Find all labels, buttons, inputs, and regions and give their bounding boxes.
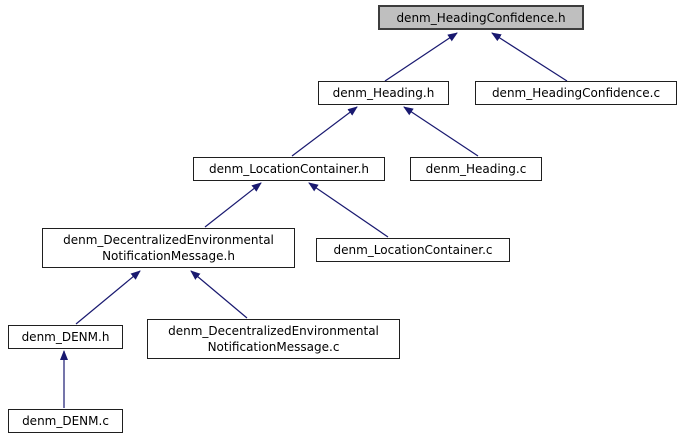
node-label: denm_LocationContainer.c (333, 243, 493, 257)
node-denm-decentralized-environmental-notification-message-c[interactable]: denm_DecentralizedEnvironmental Notifica… (147, 319, 400, 359)
node-label: denm_LocationContainer.h (208, 162, 369, 176)
node-label: denm_DENM.h (21, 330, 110, 344)
node-label: denm_Heading.h (332, 86, 435, 100)
node-denm-decentralized-environmental-notification-message-h[interactable]: denm_DecentralizedEnvironmental Notifica… (42, 228, 295, 268)
node-label: denm_DENM.c (22, 414, 109, 428)
node-label: denm_HeadingConfidence.h (396, 10, 566, 25)
node-denm-heading-confidence-c[interactable]: denm_HeadingConfidence.c (475, 81, 677, 105)
node-denm-denm-h[interactable]: denm_DENM.h (8, 325, 123, 349)
node-label-line2: NotificationMessage.c (207, 340, 340, 354)
edge-denm_HeadingConfidence.c-to-denm_HeadingConfidence.h (491, 32, 568, 82)
node-denm-location-container-h[interactable]: denm_LocationContainer.h (193, 157, 385, 181)
edge-denm_DENM.h-to-denm_DecentralizedEnvironmentalNotificationMessage.h (75, 270, 141, 325)
node-label: denm_Heading.c (425, 162, 527, 176)
node-denm-heading-confidence-h[interactable]: denm_HeadingConfidence.h (378, 5, 584, 30)
edge-denm_DecentralizedEnvironmentalNotificationMessage.c-to-denm_DecentralizedEnvironmentalNotificationMessage.h (190, 270, 248, 319)
edge-denm_LocationContainer.c-to-denm_LocationContainer.h (308, 182, 389, 238)
node-label-line1: denm_DecentralizedEnvironmental (63, 233, 274, 247)
node-label-line1: denm_DecentralizedEnvironmental (168, 324, 379, 338)
edge-denm_Heading.c-to-denm_Heading.h (403, 106, 479, 157)
node-denm-heading-c[interactable]: denm_Heading.c (410, 157, 542, 181)
node-denm-heading-h[interactable]: denm_Heading.h (318, 81, 449, 105)
node-denm-denm-c[interactable]: denm_DENM.c (8, 409, 123, 433)
edge-denm_DecentralizedEnvironmentalNotificationMessage.h-to-denm_LocationContainer.h (204, 182, 262, 228)
edge-denm_LocationContainer.h-to-denm_Heading.h (291, 106, 358, 157)
node-label: denm_HeadingConfidence.c (491, 86, 661, 100)
edge-denm_Heading.h-to-denm_HeadingConfidence.h (384, 32, 458, 82)
node-denm-location-container-c[interactable]: denm_LocationContainer.c (316, 238, 510, 262)
node-label-line2: NotificationMessage.h (102, 249, 235, 263)
